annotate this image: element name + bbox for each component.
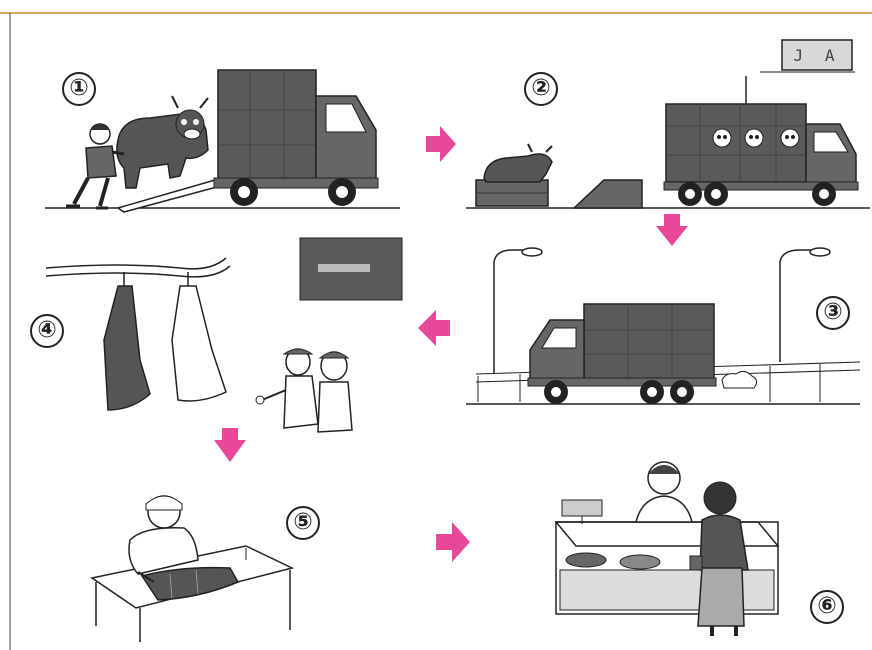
customer-icon bbox=[690, 482, 748, 636]
shop-counter bbox=[556, 522, 778, 546]
loading-platform bbox=[574, 180, 642, 208]
panel-5-butchering bbox=[92, 496, 292, 642]
arrow-right-icon bbox=[436, 522, 470, 562]
panel-3-highway bbox=[466, 248, 860, 404]
step-number-1: ① bbox=[62, 72, 96, 106]
ja-sign: J A bbox=[746, 40, 855, 110]
carcass-icon bbox=[172, 272, 226, 401]
panel-1-loading bbox=[45, 70, 400, 212]
arrow-left-icon bbox=[418, 310, 450, 346]
farmer-icon bbox=[66, 124, 124, 208]
arrow-down-icon bbox=[214, 428, 246, 462]
cow-icon bbox=[117, 96, 208, 188]
hanging-rail bbox=[46, 258, 226, 269]
ja-sign-text: J A bbox=[794, 46, 841, 65]
grading-stamp bbox=[300, 238, 402, 300]
step-number-5: ⑤ bbox=[286, 506, 320, 540]
step-number-4: ④ bbox=[30, 314, 64, 348]
arrow-right-icon bbox=[426, 126, 456, 162]
meat-slab bbox=[142, 568, 238, 600]
step-number-3: ③ bbox=[816, 296, 850, 330]
step-number-2: ② bbox=[524, 72, 558, 106]
cattle-pen-icon bbox=[476, 144, 552, 206]
truck-icon bbox=[214, 70, 378, 206]
scale-icon bbox=[562, 500, 602, 524]
arrow-down-icon bbox=[656, 214, 688, 246]
truck-icon bbox=[528, 304, 716, 404]
meat-display bbox=[620, 555, 660, 569]
shop-clerk-icon bbox=[636, 462, 692, 522]
panel-4-slaughterhouse bbox=[46, 238, 402, 432]
panel-2-transport: J A bbox=[466, 40, 870, 208]
cattle-truck-icon bbox=[664, 104, 858, 206]
meat-display bbox=[566, 553, 606, 567]
inspector-icon bbox=[318, 352, 352, 432]
carcass-icon bbox=[104, 272, 150, 410]
panel-6-shop bbox=[556, 462, 778, 636]
inspector-icon bbox=[256, 349, 318, 428]
step-number-6: ⑥ bbox=[810, 590, 844, 624]
